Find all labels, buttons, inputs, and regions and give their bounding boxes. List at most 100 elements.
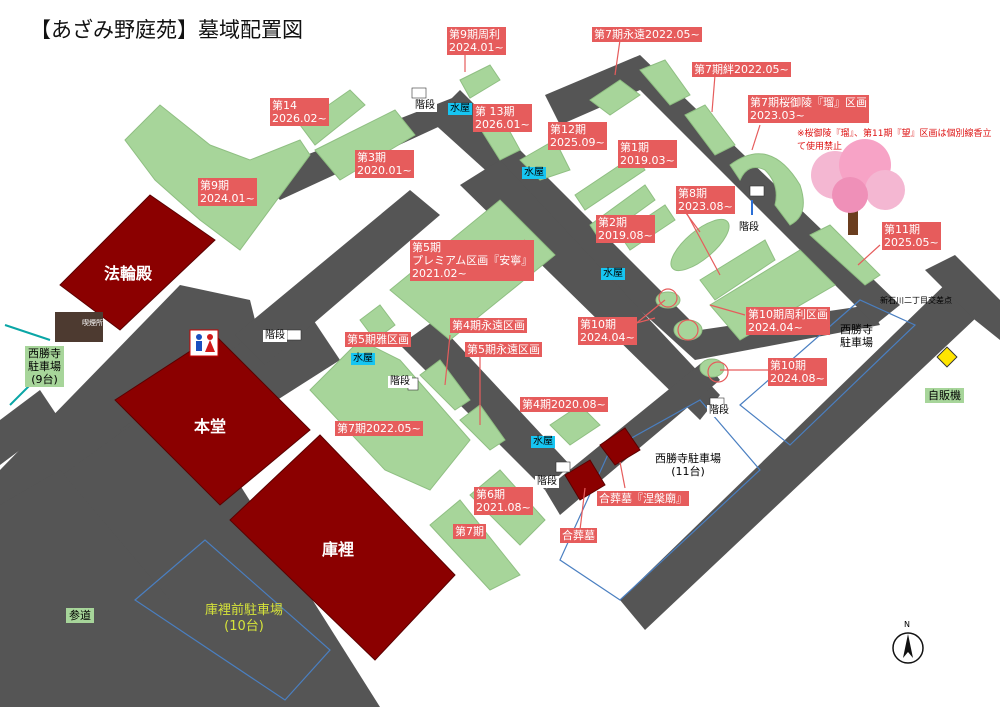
parking-label-kuri-front: 庫裡前駐車場(10台) <box>205 603 284 634</box>
plot-10-b <box>699 239 776 301</box>
stairs-label: 階段 <box>388 376 412 388</box>
road-lower-left-plaza <box>0 470 170 707</box>
page-title: 【あざみ野庭苑】墓域配置図 <box>30 18 303 42</box>
stairs-marks <box>286 87 765 473</box>
plot-10-shuri <box>709 249 836 341</box>
plot-3 <box>314 109 416 181</box>
cherry-tree-icon <box>811 139 905 235</box>
stairs-label: 階段 <box>535 476 559 488</box>
smoking-sign-label: 喫煙所 <box>82 319 103 327</box>
restroom-woman <box>207 334 213 340</box>
arrow-line <box>444 334 451 386</box>
tree-blossom <box>865 170 905 210</box>
label-p4: 第4期2020.08~ <box>520 397 608 412</box>
plot-9-shuri <box>459 64 501 99</box>
north-compass-icon <box>892 632 924 664</box>
water-label: 水屋 <box>531 436 555 448</box>
plot-7c <box>429 499 521 591</box>
buildings <box>59 194 641 661</box>
plot-14 <box>299 89 366 146</box>
plot-ouryo-ring <box>729 153 804 226</box>
arrow-line <box>579 487 586 531</box>
road-upper-right-box <box>545 55 900 325</box>
water-label: 水屋 <box>448 103 472 115</box>
water-label: 水屋 <box>522 167 546 179</box>
plot-circle <box>658 288 678 308</box>
road-diag-upper <box>235 190 440 365</box>
tree-blossom <box>832 177 868 213</box>
arrow-line <box>619 461 626 489</box>
plot-7-kizuna <box>639 59 691 106</box>
label-p7-eien: 第7期永遠2022.05~ <box>592 27 702 42</box>
label-p7-kizuna: 第7期絆2022.05~ <box>692 62 791 77</box>
arrow-line <box>857 244 881 266</box>
parking-label-saishoji-11: 西勝寺駐車場(11台) <box>655 452 721 478</box>
vending-label: 自販機 <box>925 388 964 403</box>
label-p5-eien: 第5期永遠区画 <box>465 342 542 357</box>
water-label: 水屋 <box>351 353 375 365</box>
building-gassobo <box>564 459 606 501</box>
restroom-icon <box>189 329 219 357</box>
plot-7-eien <box>589 79 641 116</box>
plot-circle <box>707 361 729 383</box>
label-p4-eien: 第4期永遠区画 <box>450 318 527 333</box>
plot-9 <box>124 104 311 251</box>
plot-circle <box>677 319 699 341</box>
restroom-man <box>196 334 202 340</box>
road-nw-left <box>0 390 60 465</box>
label-gassobo-nehan: 合葬墓『涅槃廟』 <box>597 491 689 506</box>
stairs-mark <box>749 185 765 197</box>
red-circles <box>658 288 729 383</box>
road-east-stub <box>925 255 1000 340</box>
building-label-horinden: 法輪殿 <box>104 264 153 283</box>
stairs-mark <box>555 461 571 473</box>
plot-1 <box>574 154 646 211</box>
building-label-kuri: 庫裡 <box>322 540 355 559</box>
parking-outline-kuri-front <box>134 539 331 701</box>
stairs-label: 階段 <box>413 100 437 112</box>
stairs-mark <box>411 87 427 99</box>
restroom-sign <box>189 329 219 357</box>
parking-label-saishoji: 西勝寺駐車場 <box>840 323 873 349</box>
plot-11 <box>809 224 881 286</box>
vending-machine-icon <box>936 346 958 368</box>
plot-10-oval-3 <box>699 358 725 378</box>
label-p5-miyabi: 第5期雅区画 <box>345 332 411 347</box>
label-p7c: 第7期 <box>453 524 486 539</box>
compass-needle <box>903 634 913 658</box>
water-label: 水屋 <box>601 268 625 280</box>
building-gassobo-nehan <box>599 427 641 466</box>
label-p5-premium: 第5期プレミアム区画『安寧』2021.02~ <box>410 240 535 281</box>
arrow-line <box>709 304 746 316</box>
restroom-man-body <box>196 341 202 351</box>
sando-label: 参道 <box>66 608 94 623</box>
restroom-woman-body <box>205 340 215 352</box>
plot-7-kizuna-b <box>684 104 736 156</box>
building-label-hondo: 本堂 <box>194 417 227 436</box>
teal-line-top <box>4 324 51 341</box>
arrow-line <box>684 209 721 276</box>
parking-label-saishoji-9: 西勝寺駐車場(9台) <box>25 346 64 387</box>
label-gassobo: 合葬墓 <box>560 528 597 543</box>
parking-outline-saishoji <box>739 299 917 446</box>
arrow-line <box>614 39 621 76</box>
arrow-line <box>751 124 761 151</box>
usage-note: ※桜御陵『瑠』、第11期『望』区画は個別線香立て使用禁止 <box>797 129 992 152</box>
road-east-long <box>620 270 995 630</box>
stairs-label: 階段 <box>263 330 287 342</box>
building-hondo <box>114 334 311 506</box>
plot-5-eien <box>459 404 506 451</box>
